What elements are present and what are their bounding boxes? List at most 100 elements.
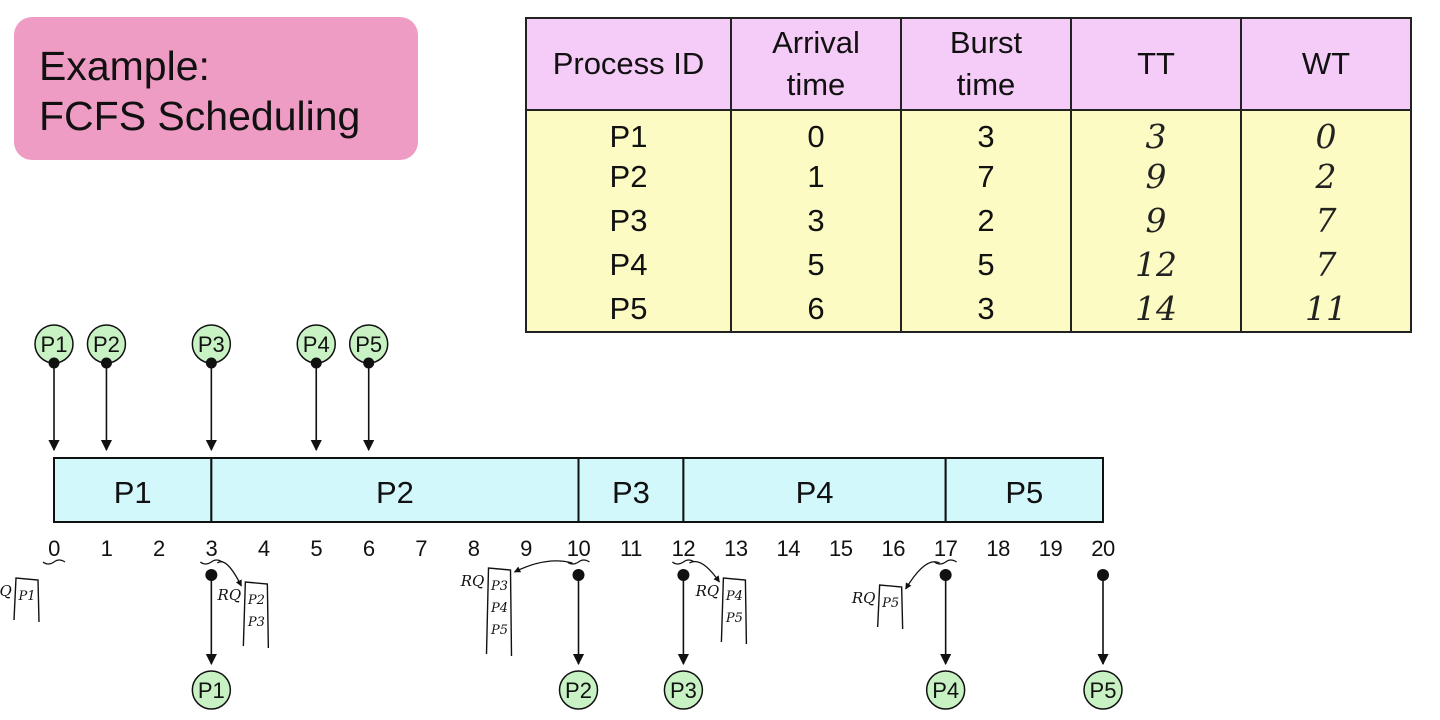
table-row: P1 0 3 3 0 <box>525 110 1412 155</box>
gantt-segment-label: P1 <box>114 475 152 510</box>
gantt-segment-label: P3 <box>612 475 650 510</box>
time-tick-label: 7 <box>415 536 427 561</box>
cell-wt: 2 <box>1240 155 1412 199</box>
completion-process-circle <box>558 670 599 710</box>
time-tick-label: 20 <box>1091 536 1115 561</box>
ready-queue-box <box>242 581 270 649</box>
ready-queue-label: RQ <box>217 586 242 604</box>
ready-queue-item: P3 <box>247 615 265 630</box>
header-burst-time: Burst time <box>900 18 1072 111</box>
ready-queue-label: RQ <box>0 582 12 600</box>
cell-arrival: 0 <box>730 110 902 155</box>
completion-process-label: P3 <box>670 678 697 703</box>
gantt-segment-label: P2 <box>376 475 414 510</box>
time-tick-label: 9 <box>520 536 532 561</box>
tick-underline <box>199 559 223 565</box>
cell-burst: 7 <box>900 155 1072 199</box>
cell-burst: 5 <box>900 243 1072 287</box>
header-arrival-time: Arrival time <box>730 18 902 111</box>
time-tick-label: 17 <box>934 536 958 561</box>
gantt-segment-label: P4 <box>796 475 834 510</box>
cell-tt: 12 <box>1070 243 1242 287</box>
ready-queue-item: P5 <box>725 611 743 626</box>
completion-process-label: P5 <box>1090 678 1117 703</box>
ready-queue-pointer <box>905 561 940 590</box>
ready-queue-box <box>13 577 40 623</box>
cell-tt: 9 <box>1070 155 1242 199</box>
time-tick-label: 3 <box>205 536 217 561</box>
tick-underline <box>42 559 66 565</box>
ready-queue-pointer <box>689 560 720 583</box>
time-tick-label: 0 <box>48 536 60 561</box>
title-line-1: Example: <box>39 43 210 89</box>
arrival-process-label: P1 <box>41 332 68 357</box>
ready-queue-pointer <box>216 561 242 587</box>
table-header-row: Process ID Arrival time Burst time TT WT <box>525 18 1412 111</box>
time-tick-label: 14 <box>777 536 801 561</box>
table-row: P3 3 2 9 7 <box>525 199 1412 243</box>
arrival-process-label: P5 <box>355 332 382 357</box>
ready-queue-label: RQ <box>695 582 720 600</box>
table-row: P4 5 5 12 7 <box>525 243 1412 287</box>
gantt-segment <box>944 457 1105 523</box>
ready-queue-box <box>876 584 904 630</box>
ready-queue-label: RQ <box>460 572 485 590</box>
completion-process-label: P4 <box>932 678 959 703</box>
cell-wt: 0 <box>1240 110 1412 155</box>
table-row: P2 1 7 9 2 <box>525 155 1412 199</box>
tick-underline <box>671 559 695 565</box>
tick-underline <box>934 559 958 565</box>
cell-wt: 7 <box>1240 243 1412 287</box>
time-tick-label: 19 <box>1039 536 1063 561</box>
time-tick-label: 15 <box>829 536 853 561</box>
time-tick-label: 13 <box>724 536 748 561</box>
time-tick-label: 12 <box>672 536 696 561</box>
cell-tt: 14 <box>1070 287 1242 332</box>
time-tick-label: 4 <box>258 536 270 561</box>
ready-queue-box <box>720 577 748 645</box>
ready-queue-item: P3 <box>490 579 508 594</box>
ready-queue-item: P2 <box>247 593 265 608</box>
ready-queue-item: P5 <box>881 596 899 611</box>
arrival-process-label: P4 <box>303 332 330 357</box>
cell-burst: 2 <box>900 199 1072 243</box>
arrival-process-label: P3 <box>198 332 225 357</box>
time-tick-label: 1 <box>101 536 113 561</box>
cell-pid: P1 <box>525 110 732 155</box>
completion-process-circle <box>1083 670 1123 710</box>
process-table: Process ID Arrival time Burst time TT WT… <box>525 17 1412 333</box>
header-process-id: Process ID <box>525 18 732 111</box>
time-tick-label: 2 <box>153 536 165 561</box>
time-tick-label: 18 <box>986 536 1010 561</box>
ready-queue-item: P4 <box>490 601 508 616</box>
cell-pid: P5 <box>525 287 732 332</box>
gantt-segment-label: P5 <box>1005 475 1043 510</box>
time-tick-label: 16 <box>881 536 905 561</box>
cell-arrival: 5 <box>730 243 902 287</box>
tick-underline <box>567 559 590 565</box>
table-row: P5 6 3 14 11 <box>525 287 1412 332</box>
cell-burst: 3 <box>900 287 1072 332</box>
ready-queue-pointer <box>513 560 573 573</box>
ready-queue-box <box>485 567 513 657</box>
completion-process-label: P2 <box>565 678 592 703</box>
cell-wt: 11 <box>1240 287 1412 332</box>
ready-queue-item: P1 <box>17 589 35 604</box>
cell-burst: 3 <box>900 110 1072 155</box>
cell-pid: P3 <box>525 199 732 243</box>
cell-pid: P2 <box>525 155 732 199</box>
completion-process-circle <box>191 670 232 710</box>
cell-pid: P4 <box>525 243 732 287</box>
completion-process-circle <box>663 670 704 710</box>
time-tick-label: 5 <box>310 536 322 561</box>
time-tick-label: 8 <box>468 536 480 561</box>
arrival-process-label: P2 <box>93 332 120 357</box>
title-line-2: FCFS Scheduling <box>39 93 361 139</box>
time-tick-label: 6 <box>363 536 375 561</box>
cell-tt: 3 <box>1070 110 1242 155</box>
cell-arrival: 6 <box>730 287 902 332</box>
completion-process-label: P1 <box>198 678 225 703</box>
title-box: Example: FCFS Scheduling <box>14 17 418 160</box>
ready-queue-label: RQ <box>851 589 876 607</box>
